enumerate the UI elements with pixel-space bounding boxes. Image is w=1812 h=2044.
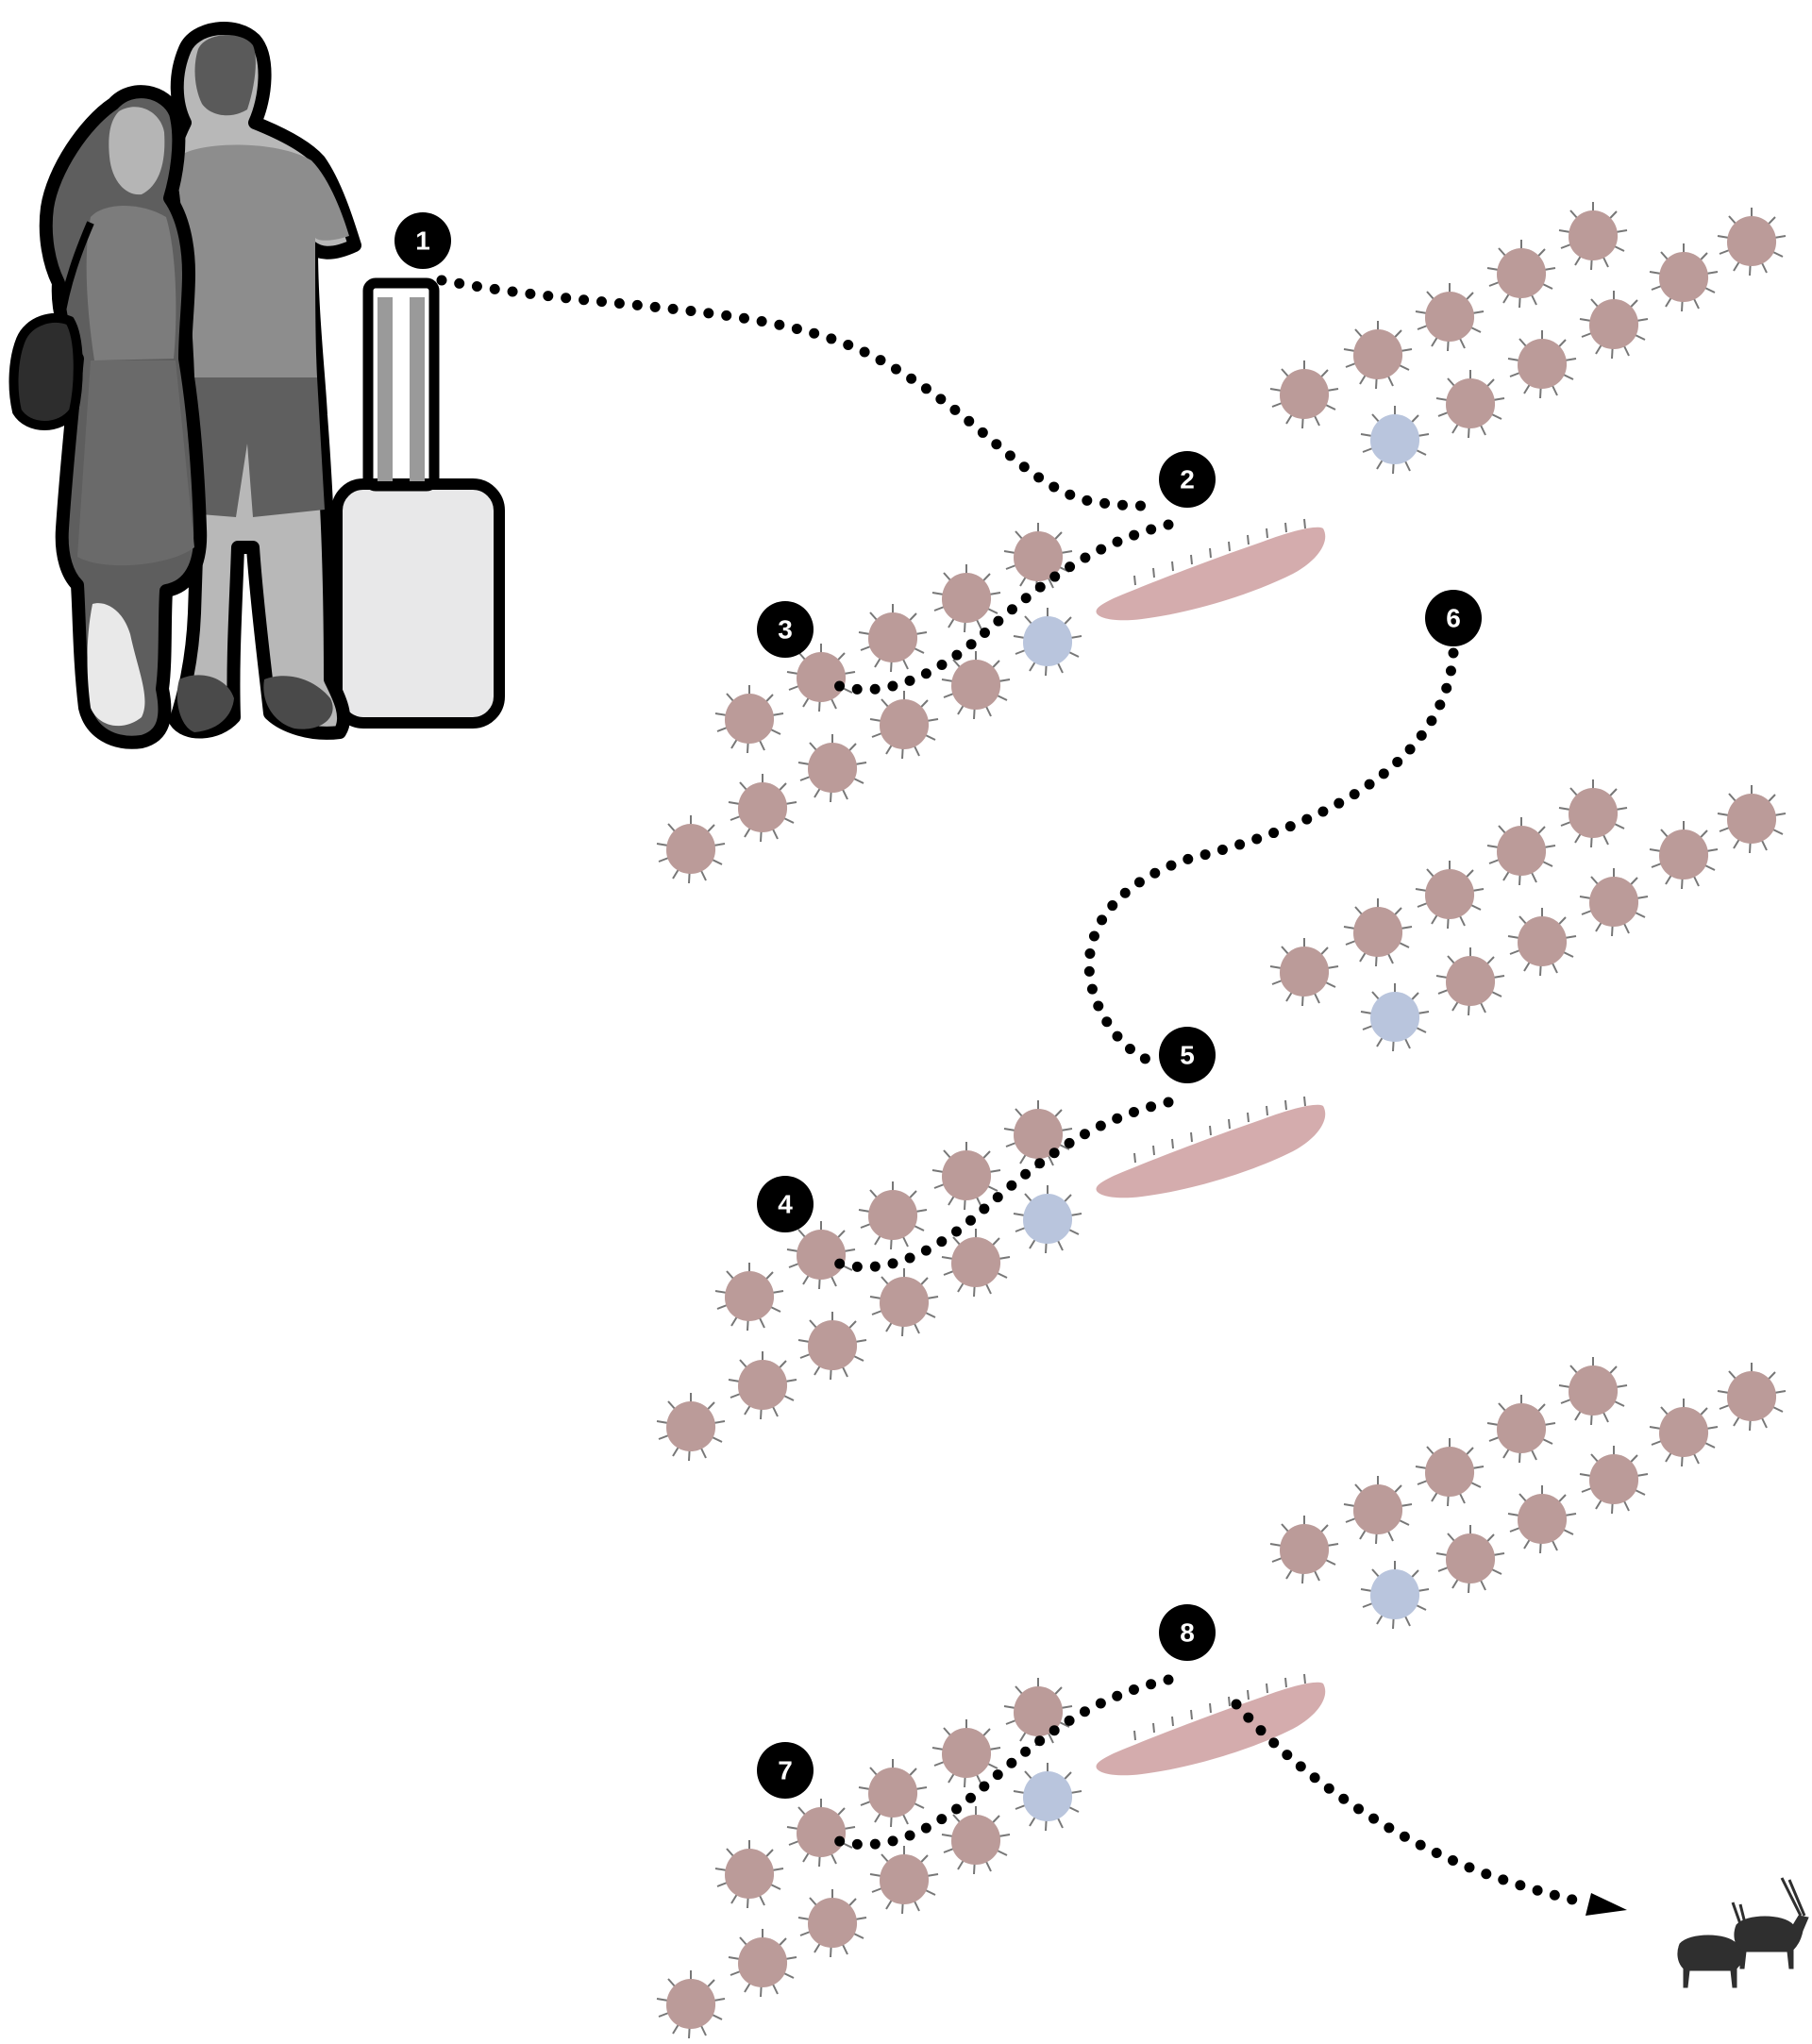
skin-panel-2 <box>656 779 1787 1462</box>
step-label-6: 6 <box>1446 604 1461 633</box>
immune-cell-icon <box>1360 405 1430 475</box>
step-label-4: 4 <box>778 1190 793 1219</box>
path-1-to-2 <box>436 275 1157 511</box>
step-badge-4: 4 <box>757 1176 814 1232</box>
path-6-to-5 <box>1083 647 1459 1068</box>
step-badge-3: 3 <box>757 601 814 658</box>
path-to-animals <box>1231 1699 1591 1908</box>
step-label-8: 8 <box>1180 1618 1195 1648</box>
transmission-paths <box>436 275 1627 1916</box>
travelers-illustration <box>8 21 505 749</box>
step-label-1: 1 <box>415 226 430 256</box>
immune-cell-icon <box>1360 982 1430 1052</box>
step-badge-2: 2 <box>1159 451 1216 508</box>
step-label-5: 5 <box>1180 1041 1195 1070</box>
skin-tissue-icon <box>656 1356 1787 2039</box>
path-5-to-4 <box>830 1097 1174 1273</box>
step-badge-6: 6 <box>1425 590 1482 646</box>
skin-tissue-icon <box>656 779 1787 1462</box>
step-label-3: 3 <box>778 615 793 645</box>
antelope-icon <box>1677 1877 1809 1988</box>
antelope-2 <box>1734 1877 1809 1969</box>
people-with-suitcase-icon <box>8 21 505 749</box>
skin-tissue-icon <box>656 201 1787 884</box>
step-label-2: 2 <box>1180 465 1195 494</box>
path-8-to-7 <box>830 1674 1174 1851</box>
path-2-to-3 <box>830 519 1174 695</box>
step-badge-7: 7 <box>757 1742 814 1799</box>
skin-panel-1 <box>656 201 1787 884</box>
skin-panel-3 <box>656 1356 1787 2039</box>
step-badge-8: 8 <box>1159 1604 1216 1661</box>
arrowhead <box>1586 1893 1627 1916</box>
immune-cell-icon <box>1360 1560 1430 1630</box>
step-badges: 1 2 3 4 5 6 7 8 <box>394 212 1482 1799</box>
step-badge-1: 1 <box>394 212 451 269</box>
step-label-7: 7 <box>778 1756 793 1785</box>
antelope-1 <box>1677 1902 1753 1988</box>
step-badge-5: 5 <box>1159 1027 1216 1083</box>
